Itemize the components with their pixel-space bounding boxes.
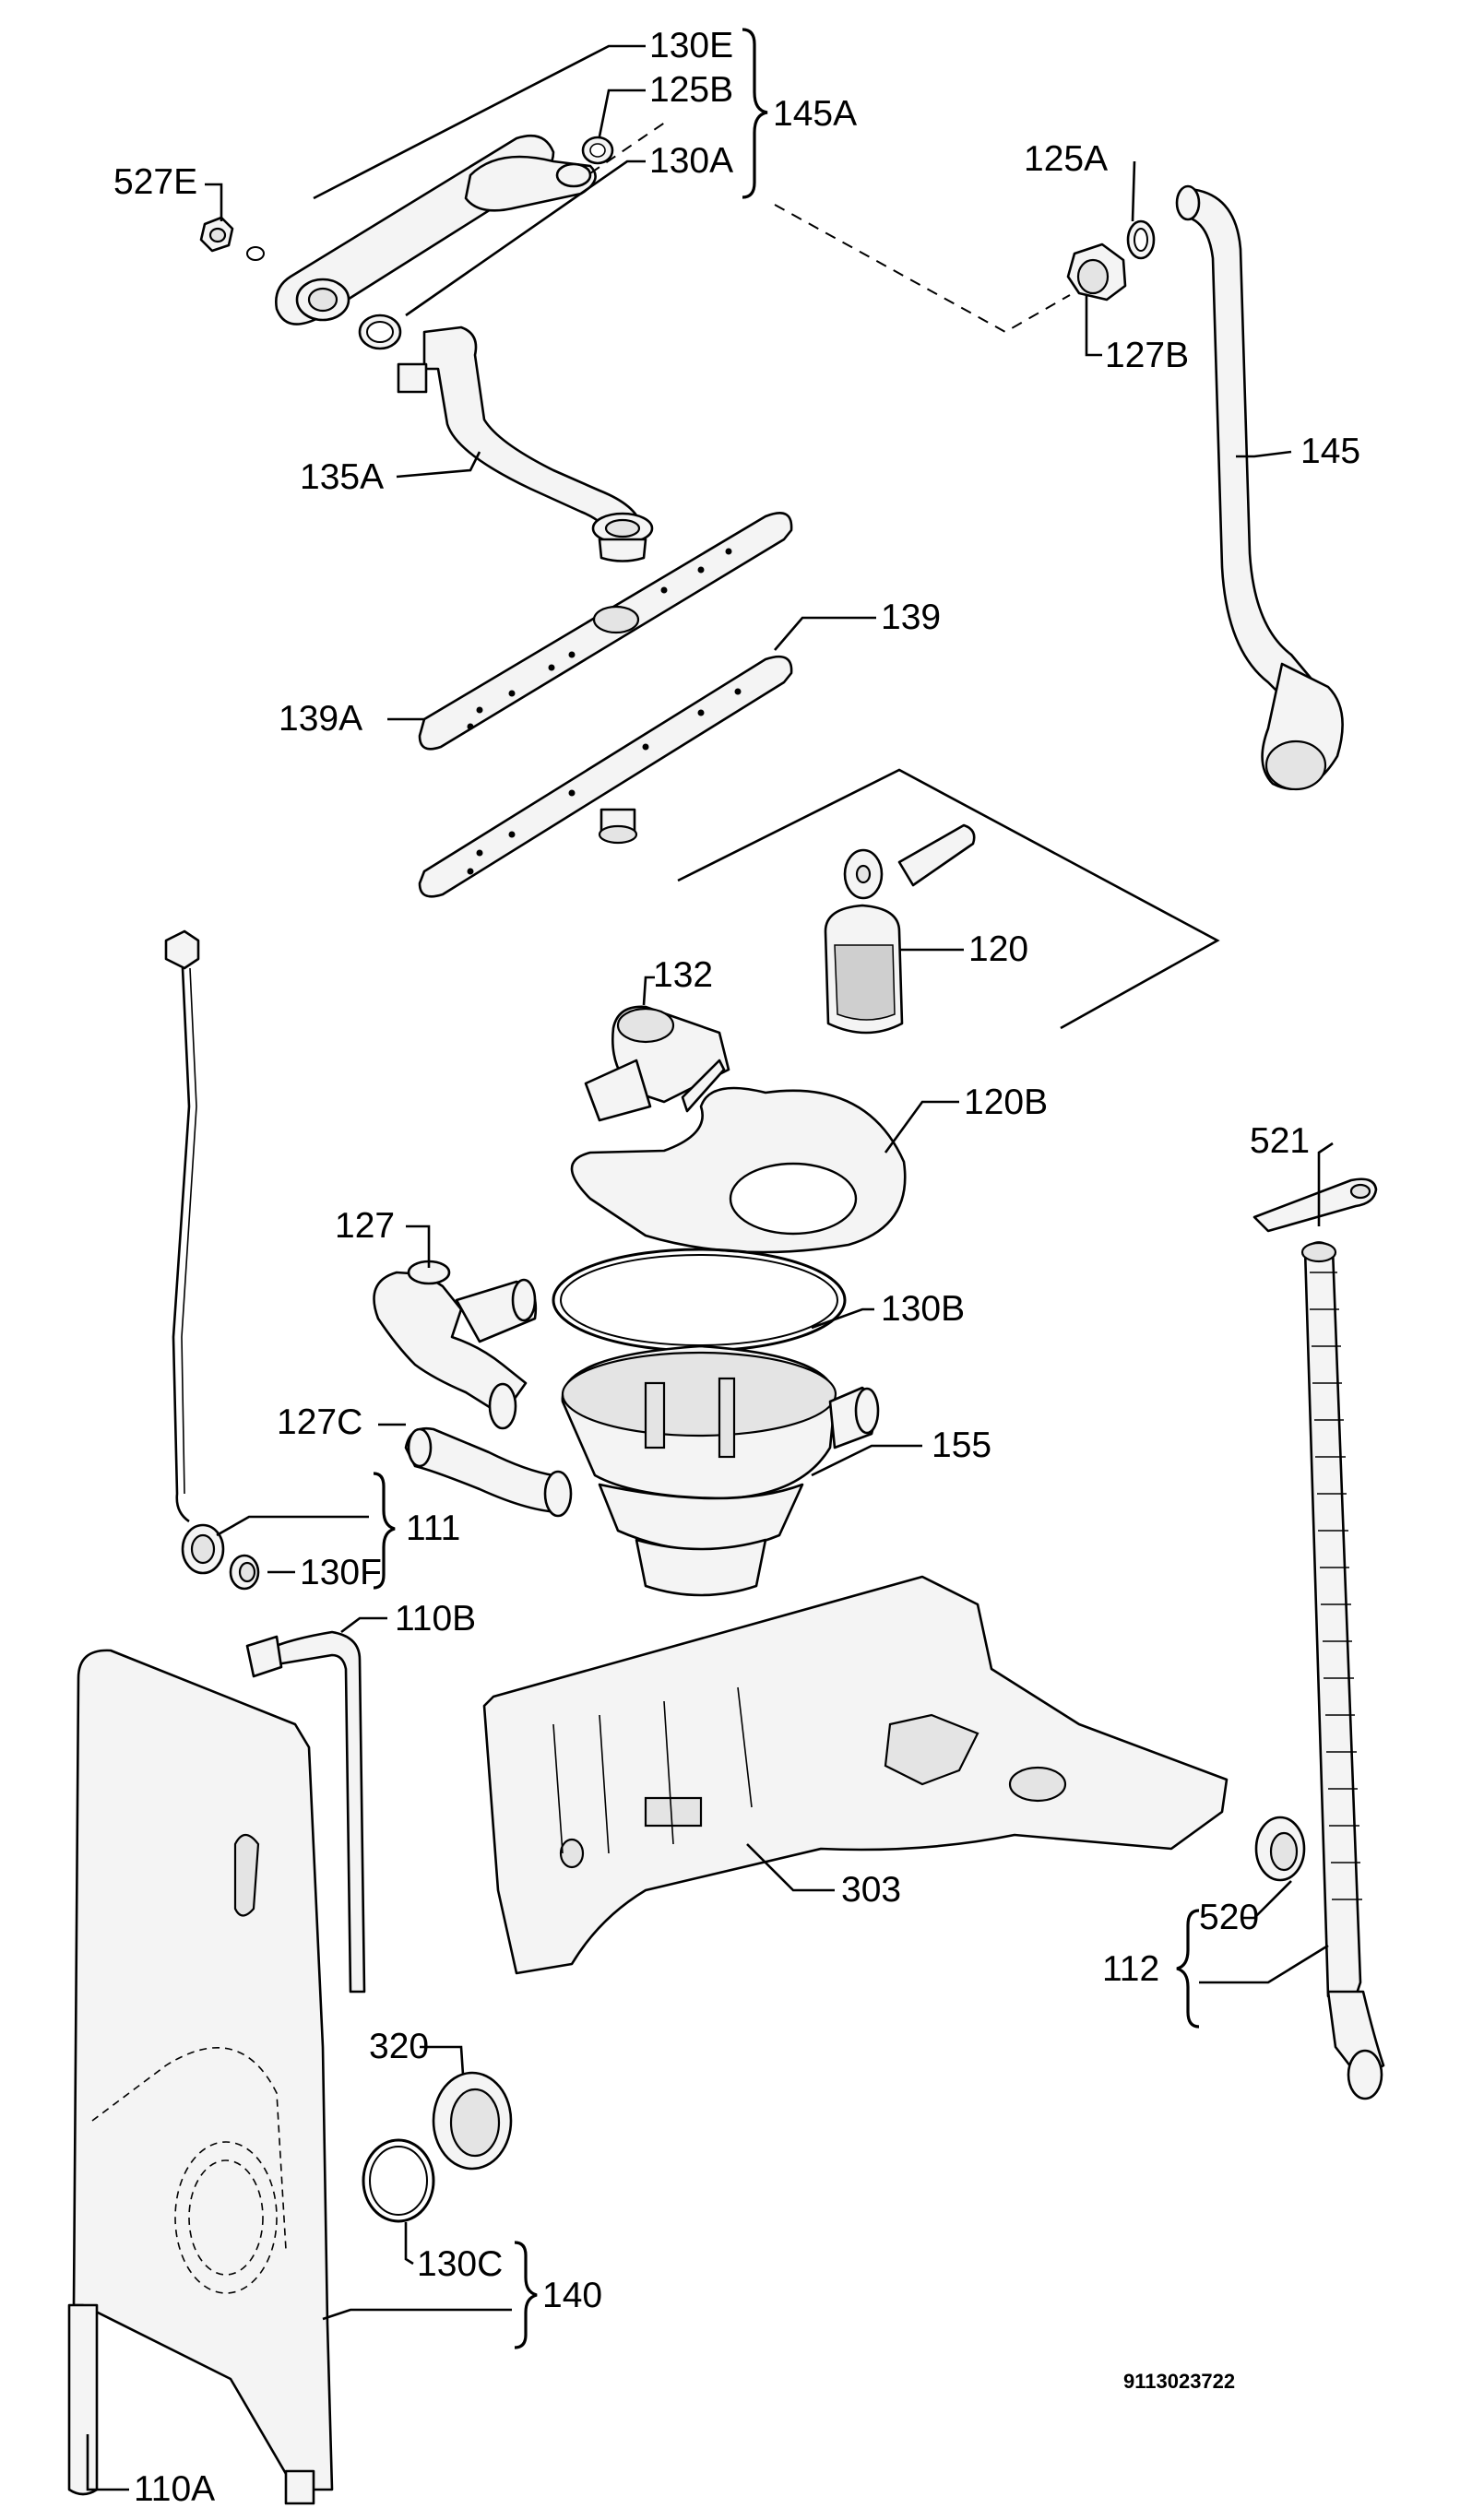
pump-housing-140 bbox=[67, 1649, 334, 2505]
label-139a: 139A bbox=[279, 699, 362, 739]
washer-125a bbox=[1126, 219, 1156, 260]
drain-hose-145 bbox=[1175, 184, 1344, 791]
label-145: 145 bbox=[1300, 432, 1360, 471]
spray-arm-139 bbox=[418, 655, 793, 898]
nut-130f bbox=[229, 1554, 260, 1591]
gasket-120b bbox=[570, 1086, 907, 1254]
label-139: 139 bbox=[881, 597, 941, 637]
label-130b: 130B bbox=[881, 1289, 965, 1329]
spray-arm-139a bbox=[418, 512, 793, 751]
label-127: 127 bbox=[335, 1206, 395, 1246]
fitting-127b bbox=[1066, 243, 1127, 302]
base-303 bbox=[482, 1575, 1229, 1975]
o-ring-130b bbox=[552, 1248, 847, 1353]
label-320: 320 bbox=[369, 2027, 429, 2066]
brace-145a bbox=[742, 28, 768, 199]
hose-127 bbox=[373, 1260, 538, 1430]
label-125b: 125B bbox=[649, 70, 733, 110]
label-112: 112 bbox=[1102, 1949, 1159, 1989]
filter-group-frame bbox=[677, 768, 1220, 1030]
brace-111 bbox=[373, 1472, 396, 1590]
nut-527e bbox=[199, 216, 265, 261]
float-132 bbox=[584, 1005, 730, 1122]
washer-125b bbox=[581, 136, 614, 165]
label-120b: 120B bbox=[964, 1083, 1048, 1122]
label-303: 303 bbox=[841, 1870, 901, 1910]
seal-320 bbox=[432, 2071, 513, 2171]
drain-hose-112 bbox=[1300, 1241, 1385, 2100]
supply-line-111 bbox=[164, 929, 225, 1575]
label-132: 132 bbox=[653, 955, 713, 995]
label-125a: 125A bbox=[1024, 139, 1108, 179]
clip-521 bbox=[1252, 1177, 1378, 1233]
label-110b: 110B bbox=[395, 1599, 476, 1639]
label-111: 111 bbox=[406, 1508, 460, 1548]
supply-pipe-135a bbox=[397, 325, 654, 562]
label-130c: 130C bbox=[417, 2244, 503, 2284]
part-labels: 130E 125B 145A 130A 527E 125A 127B 145 1… bbox=[113, 26, 1360, 2509]
label-110a: 110A bbox=[134, 2469, 215, 2509]
brace-112 bbox=[1176, 1909, 1200, 2029]
leader-lines bbox=[86, 44, 1334, 2491]
label-130f: 130F bbox=[300, 1553, 382, 1592]
pipe-110b bbox=[245, 1630, 366, 1994]
o-ring-130a bbox=[358, 314, 402, 350]
label-130a: 130A bbox=[649, 141, 733, 181]
label-127c: 127C bbox=[277, 1402, 362, 1442]
label-520: 520 bbox=[1199, 1898, 1259, 1937]
clamp-520 bbox=[1254, 1816, 1306, 1882]
label-155: 155 bbox=[932, 1426, 991, 1465]
filter-120 bbox=[824, 823, 976, 1035]
label-130e: 130E bbox=[649, 26, 733, 65]
upper-spray-arm-tube bbox=[275, 134, 597, 325]
connection-dashed-line bbox=[589, 119, 1071, 334]
label-521: 521 bbox=[1250, 1121, 1310, 1161]
o-ring-130c bbox=[362, 2138, 435, 2223]
label-527e: 527E bbox=[113, 162, 197, 202]
label-145a: 145A bbox=[773, 94, 857, 134]
label-127b: 127B bbox=[1105, 336, 1189, 375]
label-120: 120 bbox=[968, 929, 1028, 969]
hose-127c bbox=[404, 1426, 573, 1518]
label-140: 140 bbox=[542, 2276, 602, 2315]
brace-140 bbox=[514, 2241, 538, 2349]
sump-155 bbox=[561, 1344, 880, 1597]
drawing-code: 9113023722 bbox=[1123, 2370, 1235, 2393]
label-135a: 135A bbox=[300, 457, 384, 497]
